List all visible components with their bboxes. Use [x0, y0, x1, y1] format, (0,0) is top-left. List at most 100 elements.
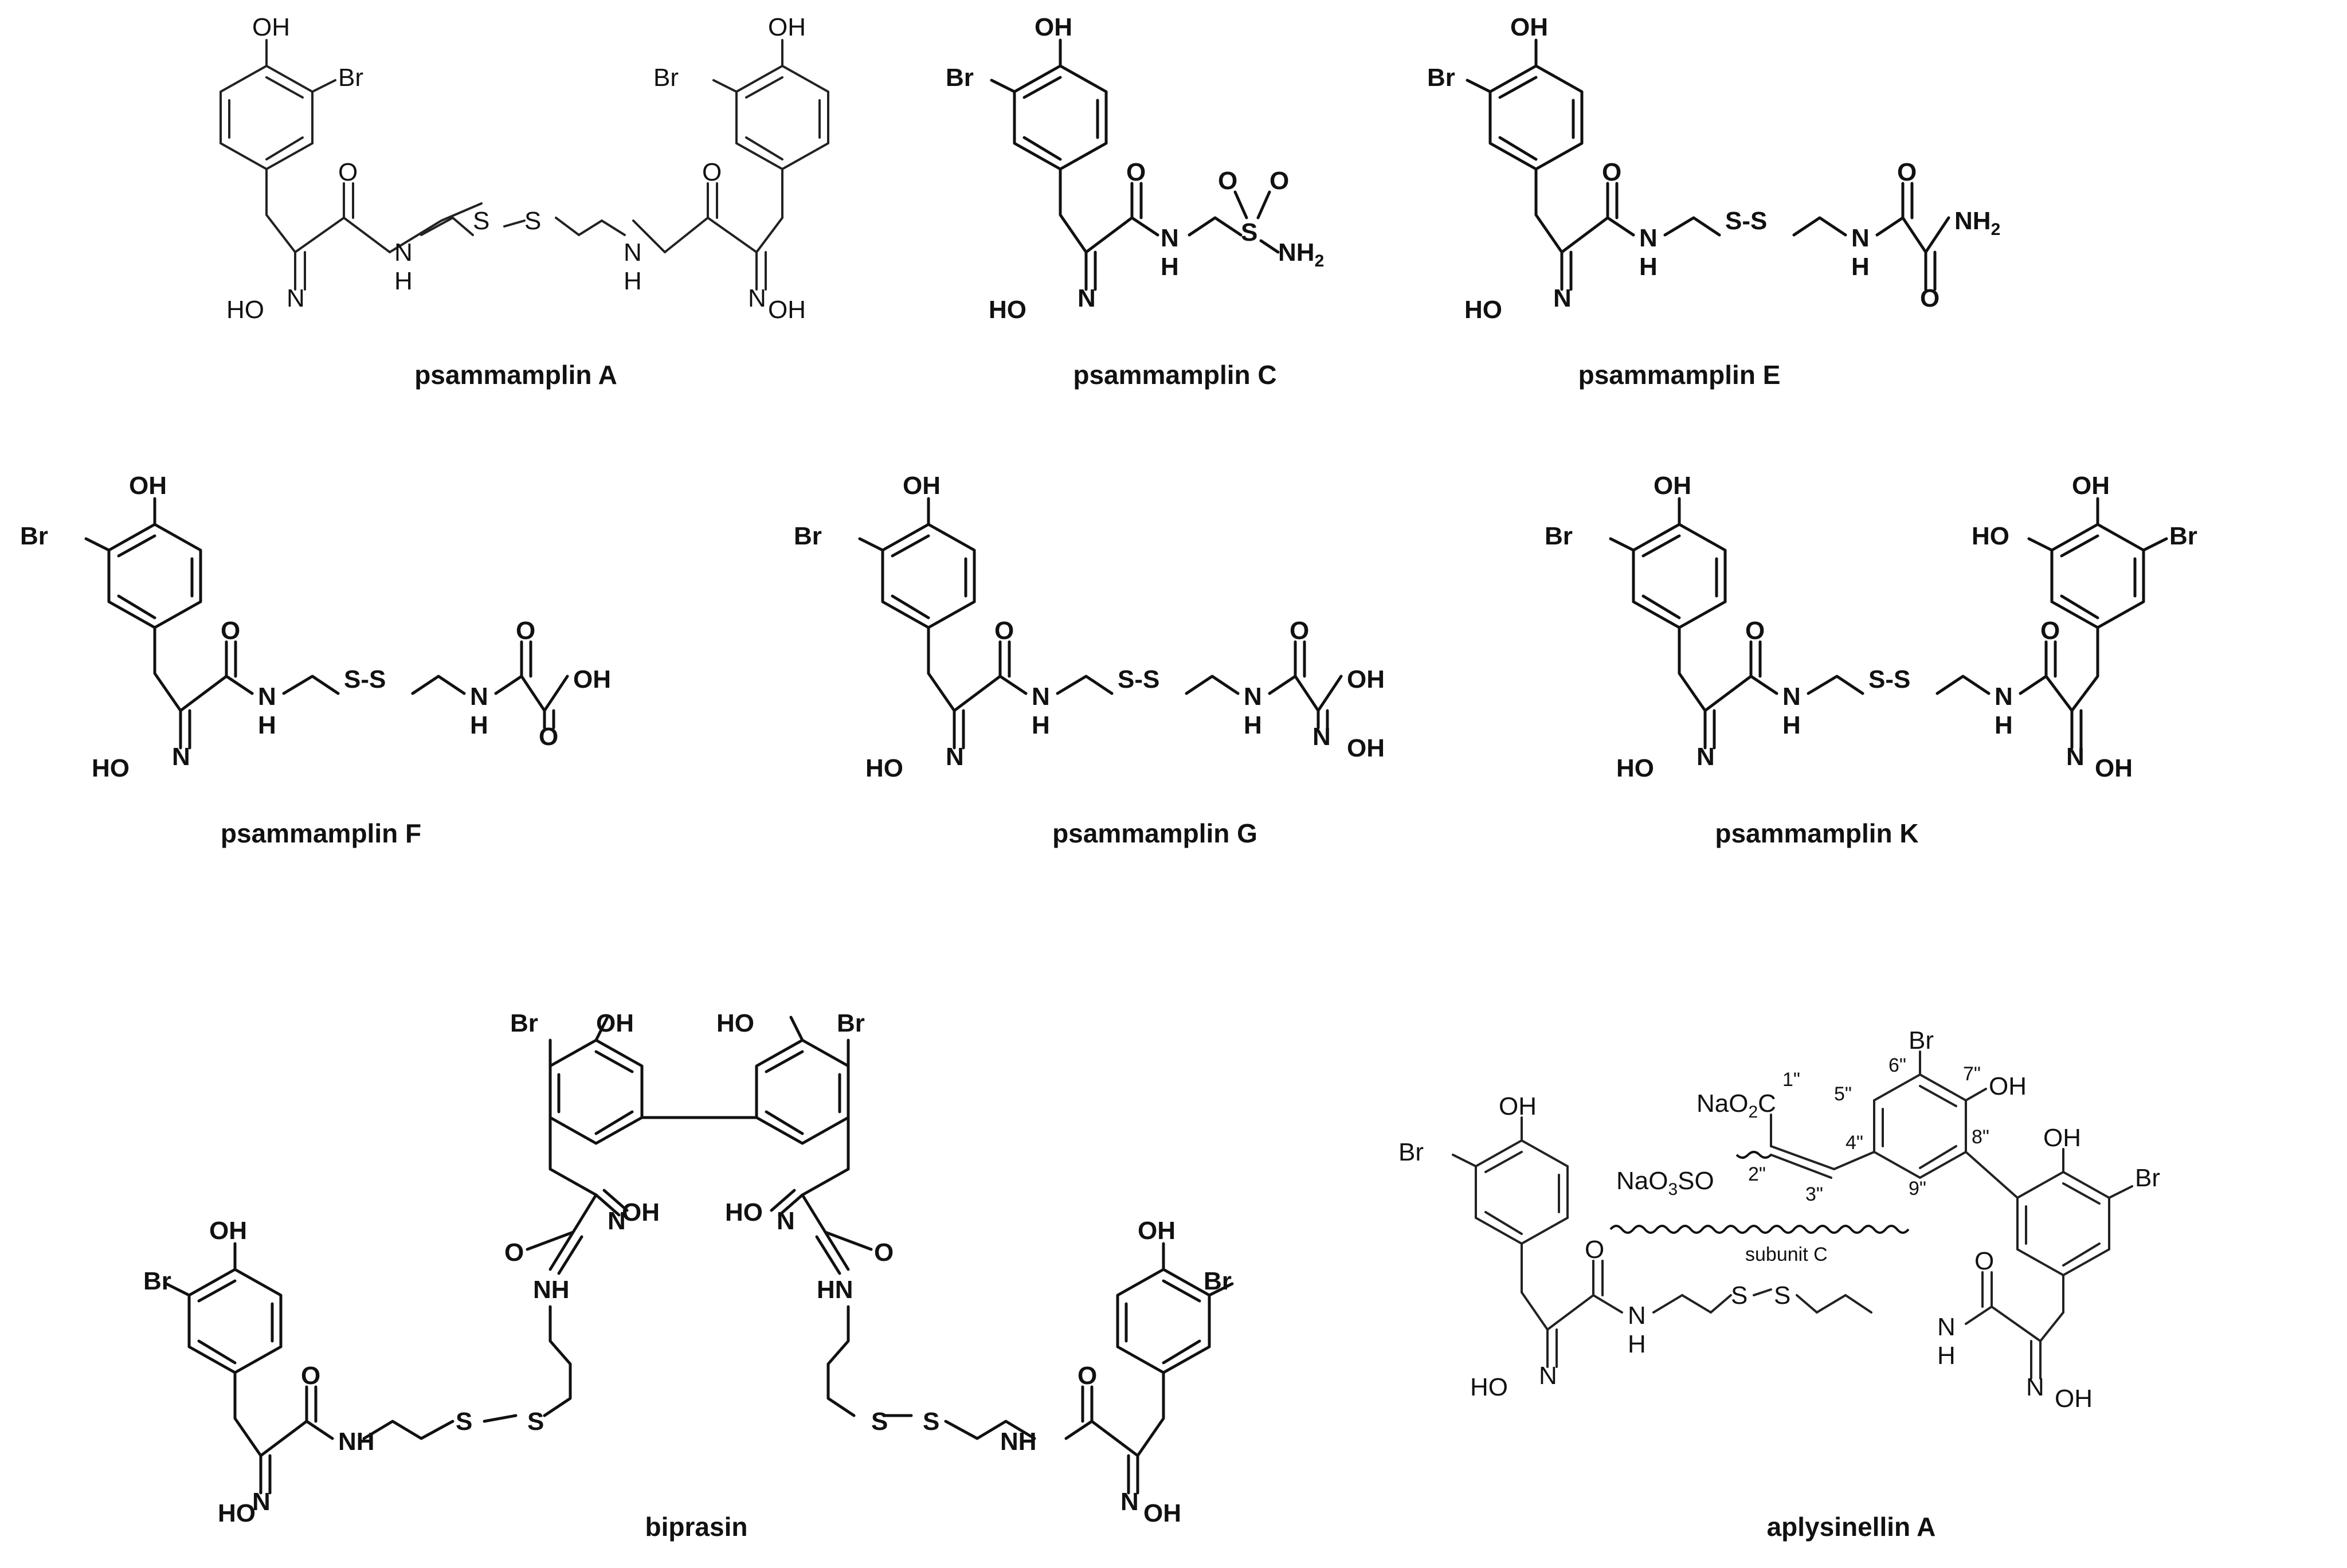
- oxygen-label: O: [1897, 158, 1917, 186]
- sulfur-label: S: [1241, 218, 1257, 246]
- oxygen-label: O: [1745, 617, 1765, 645]
- position-label: 9": [1909, 1178, 1926, 1199]
- nitrogen-label: N: [1032, 683, 1050, 711]
- nitrogen-label: N: [608, 1207, 626, 1235]
- bromine-label: Br: [2135, 1164, 2160, 1192]
- hydroxyl-label: OH: [209, 1217, 247, 1245]
- hydrogen-label: H: [624, 267, 642, 295]
- amine-label: NH2: [1278, 238, 1324, 271]
- disulfide-label: S-S: [344, 665, 386, 693]
- hydroxyl-label: HO: [725, 1198, 763, 1226]
- oxygen-label: O: [994, 617, 1014, 645]
- sulfur-label: S: [527, 1408, 544, 1436]
- oxygen-label: O: [1218, 167, 1237, 195]
- oxygen-label: O: [1585, 1236, 1604, 1264]
- structure-psammamplin-f: OH Br O N HO N H S-S N H O O OH psammamp…: [20, 472, 611, 848]
- bromine-label: Br: [1204, 1267, 1232, 1295]
- bromine-label: Br: [2169, 522, 2197, 550]
- bromine-label: Br: [143, 1267, 171, 1295]
- nitrogen-label: N: [1937, 1313, 1956, 1341]
- oxygen-label: O: [504, 1238, 524, 1267]
- compound-label: biprasin: [645, 1512, 748, 1542]
- bromine-label: Br: [338, 64, 363, 92]
- nitrogen-label: N: [1696, 743, 1715, 771]
- hydroxyl-label: OH: [573, 665, 611, 693]
- nitrogen-label: N: [1312, 723, 1331, 751]
- bromine-label: Br: [794, 522, 822, 550]
- sulfur-label: S: [524, 207, 541, 235]
- hydroxyl-label: OH: [1510, 13, 1548, 41]
- hydrogen-label: H: [470, 711, 488, 739]
- hydrogen-label: H: [1937, 1342, 1956, 1370]
- hydroxyl-label: OH: [1138, 1217, 1176, 1245]
- oxygen-label: O: [1290, 617, 1309, 645]
- structure-psammamplin-a: OH Br Br OH O O N HO N OH N H N H S S ps…: [220, 13, 829, 390]
- structure-psammamplin-g: OH Br O N HO N H S-S N H O N OH OH psamm…: [794, 472, 1385, 848]
- amide-nh-label: NH: [1000, 1428, 1037, 1456]
- hydroxyl-label: HO: [1616, 754, 1654, 782]
- hydroxyl-label: OH: [2055, 1385, 2093, 1413]
- sulfur-label: S: [456, 1408, 472, 1436]
- hydroxyl-label: OH: [1035, 13, 1072, 41]
- hydroxyl-label: HO: [865, 754, 903, 782]
- position-label: 1": [1782, 1069, 1800, 1091]
- hydroxyl-label: OH: [1143, 1499, 1181, 1527]
- structure-psammamplin-e: OH Br O N HO N H S-S N H O O NH2 psammam…: [1427, 13, 2000, 390]
- compound-label: psammamplin K: [1715, 818, 1918, 848]
- position-label: 4": [1846, 1132, 1863, 1154]
- hydroxyl-label: HO: [218, 1499, 256, 1527]
- oxygen-label: O: [1270, 167, 1289, 195]
- nitrogen-label: N: [1628, 1302, 1646, 1330]
- amine-label: NH2: [1954, 207, 2000, 239]
- bromine-label: Br: [653, 64, 679, 92]
- oxygen-label: O: [221, 617, 240, 645]
- oxygen-label: O: [1974, 1247, 1994, 1275]
- hydroxyl-label: HO: [226, 296, 264, 324]
- nitrogen-label: N: [1077, 284, 1096, 312]
- hydrogen-label: H: [1628, 1330, 1646, 1358]
- hydroxyl-label: OH: [768, 296, 806, 324]
- nitrogen-label: N: [624, 238, 642, 266]
- nitrogen-label: N: [748, 284, 766, 312]
- nitrogen-label: N: [1995, 683, 2013, 711]
- bromine-label: Br: [20, 522, 48, 550]
- nitrogen-label: N: [470, 683, 488, 711]
- nitrogen-label: N: [394, 238, 413, 266]
- nitrogen-label: N: [1539, 1362, 1557, 1390]
- oxygen-label: O: [874, 1238, 894, 1267]
- hydroxyl-label: HO: [1464, 296, 1502, 324]
- hydroxyl-label: OH: [252, 13, 290, 41]
- sulfur-label: S: [923, 1408, 939, 1436]
- hydroxyl-label: HO: [716, 1009, 754, 1037]
- structure-aplysinellin-a: Br OH 6" 7" 5" 8" 4" 9" 3" 2" 1" NaO2C N…: [1398, 1026, 2160, 1542]
- structure-psammamplin-k: OH Br O N HO N H S-S N H O N OH OH HO Br…: [1545, 472, 2197, 848]
- compound-label: psammamplin C: [1073, 360, 1276, 390]
- oxygen-label: O: [1920, 284, 1939, 312]
- oxygen-label: O: [1077, 1362, 1097, 1390]
- position-label: 3": [1805, 1183, 1823, 1205]
- nitrogen-label: N: [1851, 224, 1870, 252]
- hydrogen-label: H: [1995, 711, 2013, 739]
- nitrogen-label: N: [287, 284, 305, 312]
- position-label: 7": [1963, 1063, 1981, 1085]
- hydroxyl-label: HO: [989, 296, 1026, 324]
- oxygen-label: O: [2040, 617, 2060, 645]
- bromine-label: Br: [510, 1009, 538, 1037]
- position-label: 5": [1834, 1083, 1852, 1105]
- disulfide-label: S-S: [1868, 665, 1910, 693]
- oxygen-label: O: [1602, 158, 1621, 186]
- bromine-label: Br: [1909, 1026, 1934, 1055]
- oxygen-label: O: [516, 617, 535, 645]
- hydrogen-label: H: [1851, 253, 1870, 281]
- hydroxyl-label: OH: [1989, 1072, 2027, 1100]
- bromine-label: Br: [837, 1009, 865, 1037]
- nitrogen-label: N: [252, 1488, 271, 1516]
- hydroxyl-label: OH: [129, 472, 167, 500]
- oxygen-label: O: [702, 158, 722, 186]
- compound-label: psammamplin E: [1578, 360, 1781, 390]
- hydrogen-label: H: [1244, 711, 1262, 739]
- hydroxyl-label: OH: [1499, 1092, 1537, 1120]
- nitrogen-label: N: [1120, 1488, 1139, 1516]
- position-label: 8": [1972, 1126, 1989, 1148]
- nitrogen-label: N: [777, 1207, 795, 1235]
